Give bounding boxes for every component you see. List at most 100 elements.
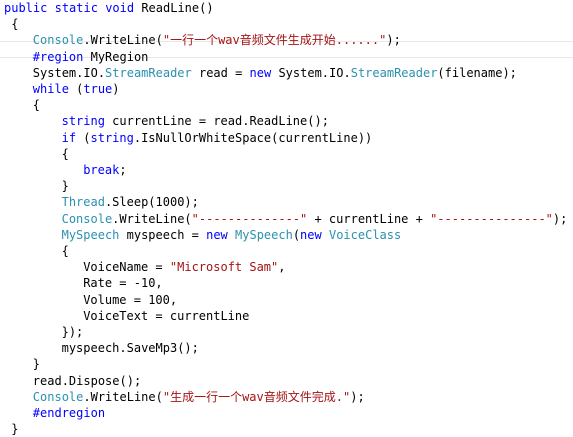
code-line: {: [0, 243, 573, 259]
code-line-content: {: [62, 243, 69, 259]
code-token: VoiceName =: [83, 260, 170, 275]
code-token: if: [61, 130, 77, 145]
code-token: .Sleep(1000);: [104, 195, 199, 210]
code-line-content: #region MyRegion: [33, 49, 149, 65]
code-token: break: [83, 163, 120, 177]
code-token: (: [76, 130, 91, 145]
code-token: "---------------": [430, 211, 553, 226]
code-line: public static void ReadLine(): [0, 0, 573, 16]
code-token: #endregion: [32, 406, 106, 420]
code-token: read.Dispose();: [32, 373, 142, 388]
code-line: System.IO.StreamReader read = new System…: [0, 65, 573, 81]
code-token: (: [292, 227, 301, 242]
code-line: Volume = 100,: [0, 292, 573, 308]
code-token: ReadLine(): [134, 1, 214, 15]
code-token: }: [32, 357, 41, 372]
code-line-content: });: [62, 324, 84, 340]
code-token: Console: [32, 389, 84, 404]
code-token: [228, 228, 235, 242]
code-line-content: Console.WriteLine("生成一行一个wav音频文件完成.");: [33, 389, 365, 405]
code-token: Console: [32, 33, 84, 48]
code-token: }: [61, 179, 69, 194]
code-token: + currentLine +: [307, 211, 431, 226]
code-line: }: [0, 178, 573, 194]
code-line-content: Rate = -10,: [83, 275, 162, 291]
code-token: while: [32, 82, 69, 96]
code-token: Console: [61, 211, 113, 226]
code-token: (filename);: [437, 65, 517, 80]
code-line-content: VoiceName = "Microsoft Sam",: [83, 259, 285, 275]
code-token: "生成一行一个wav音频文件完成.": [162, 389, 351, 404]
current-line-highlight: [0, 41, 573, 58]
code-token: ,: [278, 260, 286, 275]
code-line: Console.WriteLine("一行一个wav音频文件生成开始......…: [0, 32, 573, 48]
code-token: string: [90, 130, 134, 145]
code-line: VoiceName = "Microsoft Sam",: [0, 259, 573, 275]
code-token: public: [4, 1, 48, 15]
code-line: }: [0, 356, 573, 372]
code-token: {: [11, 17, 19, 32]
code-line-content: System.IO.StreamReader read = new System…: [33, 65, 517, 81]
code-line-content: Console.WriteLine("--------------" + cur…: [62, 211, 568, 227]
code-token: );: [350, 389, 365, 404]
code-line: if (string.IsNullOrWhiteSpace(currentLin…: [0, 130, 573, 146]
code-token: new: [206, 227, 228, 242]
code-line: MySpeech myspeech = new MySpeech(new Voi…: [0, 227, 573, 243]
code-token: "Microsoft Sam": [169, 260, 279, 275]
code-token: "一行一个wav音频文件生成开始......": [162, 33, 387, 48]
code-line: myspeech.SaveMp3();: [0, 340, 573, 356]
code-token: ;: [119, 163, 127, 177]
code-line: string currentLine = read.ReadLine();: [0, 113, 573, 129]
code-token: }: [11, 422, 19, 437]
code-token: new: [249, 65, 272, 80]
code-token: currentLine = read.ReadLine();: [104, 114, 329, 129]
code-token: .IsNullOrWhiteSpace(currentLine)): [133, 130, 373, 145]
code-line-content: string currentLine = read.ReadLine();: [62, 113, 329, 129]
code-token: );: [386, 33, 401, 48]
code-line-content: VoiceText = currentLine: [83, 308, 249, 324]
code-line-content: Volume = 100,: [83, 292, 177, 308]
code-line-content: }: [62, 178, 69, 194]
code-token: });: [61, 325, 84, 339]
code-line: });: [0, 324, 573, 340]
code-token: "--------------": [191, 211, 308, 226]
code-token: System.IO.: [32, 65, 106, 80]
code-token: {: [61, 244, 69, 258]
code-line-content: {: [11, 16, 18, 32]
code-line: }: [0, 421, 573, 437]
code-line-content: }: [33, 356, 40, 372]
code-token: (: [68, 82, 84, 96]
code-line-content: read.Dispose();: [33, 373, 141, 389]
code-line-content: MySpeech myspeech = new MySpeech(new Voi…: [62, 227, 402, 243]
code-token: MySpeech: [235, 227, 293, 242]
code-token: myspeech =: [119, 227, 207, 242]
code-token: .: [83, 33, 91, 48]
code-token: {: [32, 98, 41, 113]
code-line-content: while (true): [33, 81, 120, 97]
code-token: myspeech.SaveMp3();: [61, 341, 199, 356]
code-token: void: [105, 1, 135, 15]
code-token: WriteLine(: [90, 33, 163, 48]
code-line-content: break;: [83, 162, 126, 178]
code-token: string: [61, 114, 105, 129]
code-line: Console.WriteLine("生成一行一个wav音频文件完成.");: [0, 389, 573, 405]
code-token: read =: [191, 65, 250, 80]
code-token: .WriteLine(: [112, 211, 192, 226]
code-token: #region: [32, 49, 84, 64]
code-token: VoiceClass: [328, 227, 402, 242]
code-line-content: #endregion: [33, 405, 105, 421]
code-line: {: [0, 16, 573, 32]
code-line: break;: [0, 162, 573, 178]
code-line-content: }: [11, 421, 18, 437]
code-line-content: {: [33, 97, 40, 113]
code-line: read.Dispose();: [0, 373, 573, 389]
code-line: VoiceText = currentLine: [0, 308, 573, 324]
code-line-content: Console.WriteLine("一行一个wav音频文件生成开始......…: [33, 32, 401, 48]
code-line: {: [0, 146, 573, 162]
code-token: .WriteLine(: [83, 389, 163, 404]
code-line-content: {: [62, 146, 69, 162]
code-token: );: [552, 211, 568, 226]
code-line: Console.WriteLine("--------------" + cur…: [0, 211, 573, 227]
code-line: Rate = -10,: [0, 275, 573, 291]
